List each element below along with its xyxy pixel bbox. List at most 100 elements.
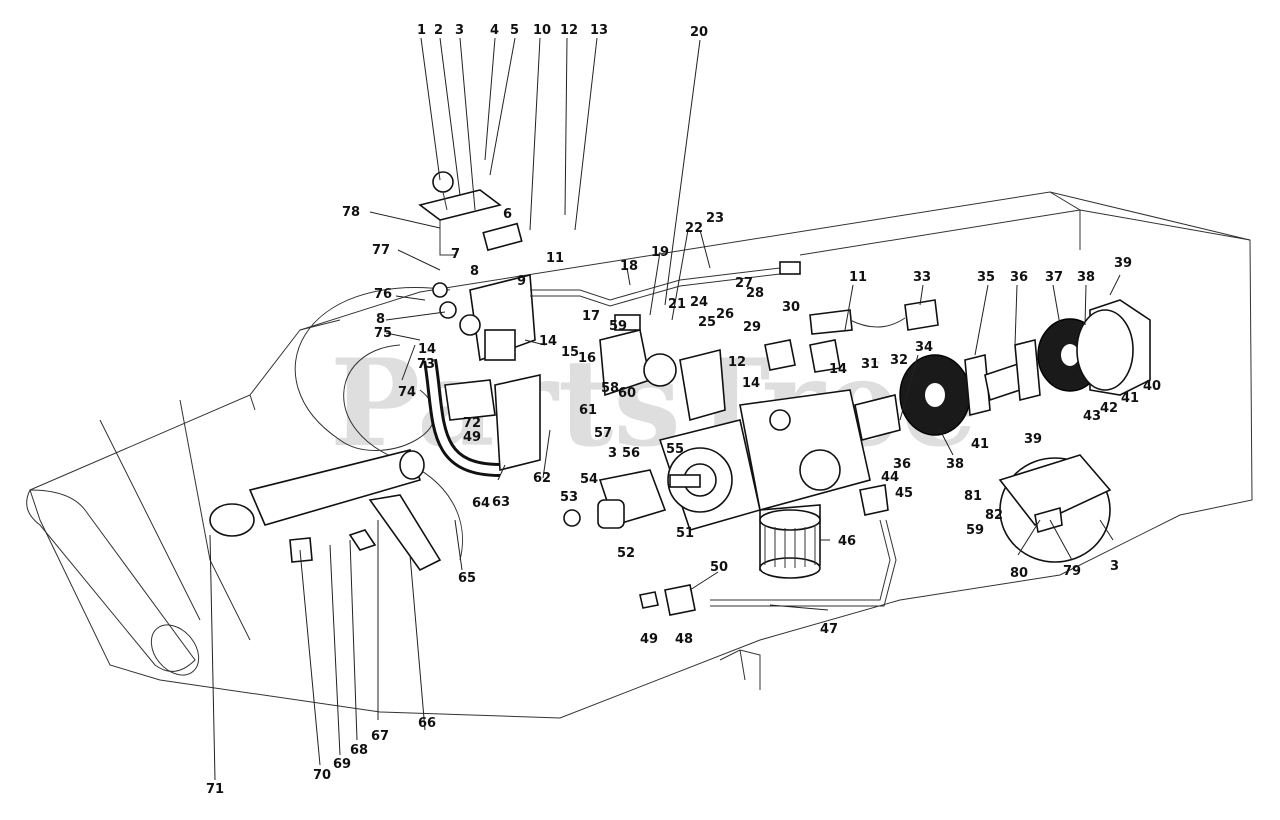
callout-78: 78 — [342, 205, 360, 220]
hydraulic-cylinder — [209, 449, 442, 572]
callout-34: 34 — [915, 340, 933, 355]
callout-3b: 3 — [608, 446, 617, 461]
callout-labels: 1 2 3 4 5 10 12 13 20 78 6 77 7 8 9 11 7… — [206, 23, 1161, 797]
callout-11: 11 — [546, 251, 564, 266]
callout-8b: 8 — [376, 312, 385, 327]
callout-17: 17 — [582, 309, 600, 324]
callout-9: 9 — [517, 274, 526, 289]
callout-42: 42 — [1100, 401, 1118, 416]
callout-45: 45 — [895, 486, 913, 501]
callout-20: 20 — [690, 25, 708, 40]
callout-6: 6 — [503, 207, 512, 222]
callout-49: 49 — [463, 430, 481, 445]
callout-56: 56 — [622, 446, 640, 461]
callout-14: 14 — [418, 342, 436, 357]
return-tube — [710, 519, 891, 601]
callout-14c: 14 — [829, 362, 847, 377]
callout-57: 57 — [594, 426, 612, 441]
control-lever-assembly — [418, 171, 523, 256]
callout-30: 30 — [782, 300, 800, 315]
callout-12: 12 — [560, 23, 578, 38]
valve-plate — [494, 374, 541, 472]
callout-80: 80 — [1010, 566, 1028, 581]
callout-48: 48 — [675, 632, 693, 647]
fitting-48 — [664, 584, 696, 616]
pulley-front — [899, 354, 971, 436]
callout-12b: 12 — [728, 355, 746, 370]
callout-37: 37 — [1045, 270, 1063, 285]
tube-fitting — [779, 261, 801, 275]
callout-28: 28 — [746, 286, 764, 301]
callout-65: 65 — [458, 571, 476, 586]
callout-39: 39 — [1114, 256, 1132, 271]
callout-81: 81 — [964, 489, 982, 504]
callout-77: 77 — [372, 243, 390, 258]
callout-41b: 41 — [971, 437, 989, 452]
callout-26: 26 — [716, 307, 734, 322]
callout-19: 19 — [651, 245, 669, 260]
fan-drum — [1076, 299, 1151, 396]
gasket — [444, 379, 496, 421]
seal-ring — [563, 509, 581, 527]
callout-2: 2 — [434, 23, 443, 38]
callout-41: 41 — [1121, 391, 1139, 406]
callout-40: 40 — [1143, 379, 1161, 394]
callout-15: 15 — [561, 345, 579, 360]
callout-54: 54 — [580, 472, 598, 487]
callout-36: 36 — [1010, 270, 1028, 285]
callout-13: 13 — [590, 23, 608, 38]
callout-75: 75 — [374, 326, 392, 341]
callout-43: 43 — [1083, 409, 1101, 424]
drive-shaft — [964, 338, 1041, 417]
drive-gear — [597, 499, 625, 529]
callout-64: 64 — [472, 496, 490, 511]
callout-66: 66 — [418, 716, 436, 731]
mower-deck-outline — [26, 191, 1253, 719]
callout-3c: 3 — [1110, 559, 1119, 574]
callout-35: 35 — [977, 270, 995, 285]
callout-3: 3 — [455, 23, 464, 38]
callout-27: 27 — [735, 276, 753, 291]
callout-67: 67 — [371, 729, 389, 744]
callout-53: 53 — [560, 490, 578, 505]
callout-69: 69 — [333, 757, 351, 772]
leader-lines — [209, 37, 1121, 781]
callout-61: 61 — [579, 403, 597, 418]
callout-74: 74 — [398, 385, 416, 400]
callout-23: 23 — [706, 211, 724, 226]
callout-59b: 59 — [966, 523, 984, 538]
callout-8: 8 — [470, 264, 479, 279]
elbow-45 — [859, 484, 889, 516]
callout-36b: 36 — [893, 457, 911, 472]
callout-16: 16 — [578, 351, 596, 366]
callout-79: 79 — [1063, 564, 1081, 579]
callout-32: 32 — [890, 353, 908, 368]
callout-1: 1 — [417, 23, 426, 38]
callout-31: 31 — [861, 357, 879, 372]
callout-71: 71 — [206, 782, 224, 797]
callout-68: 68 — [350, 743, 368, 758]
guard-cover — [998, 454, 1112, 563]
callout-38b: 38 — [946, 457, 964, 472]
callout-59: 59 — [609, 319, 627, 334]
callout-49b: 49 — [640, 632, 658, 647]
callout-21: 21 — [668, 297, 686, 312]
callout-72: 72 — [463, 416, 481, 431]
callout-29: 29 — [743, 320, 761, 335]
relief-valve-block — [599, 314, 726, 422]
callout-11b: 11 — [849, 270, 867, 285]
callout-14d: 14 — [742, 376, 760, 391]
callout-39b: 39 — [1024, 432, 1042, 447]
tube-upper — [530, 267, 781, 301]
callout-63: 63 — [492, 495, 510, 510]
callout-51: 51 — [676, 526, 694, 541]
callout-14b: 14 — [539, 334, 557, 349]
control-valve — [432, 273, 536, 362]
callout-25: 25 — [698, 315, 716, 330]
callout-73: 73 — [417, 357, 435, 372]
callout-24: 24 — [690, 295, 708, 310]
callout-4: 4 — [490, 23, 499, 38]
callout-10: 10 — [533, 23, 551, 38]
callout-70: 70 — [313, 768, 331, 783]
